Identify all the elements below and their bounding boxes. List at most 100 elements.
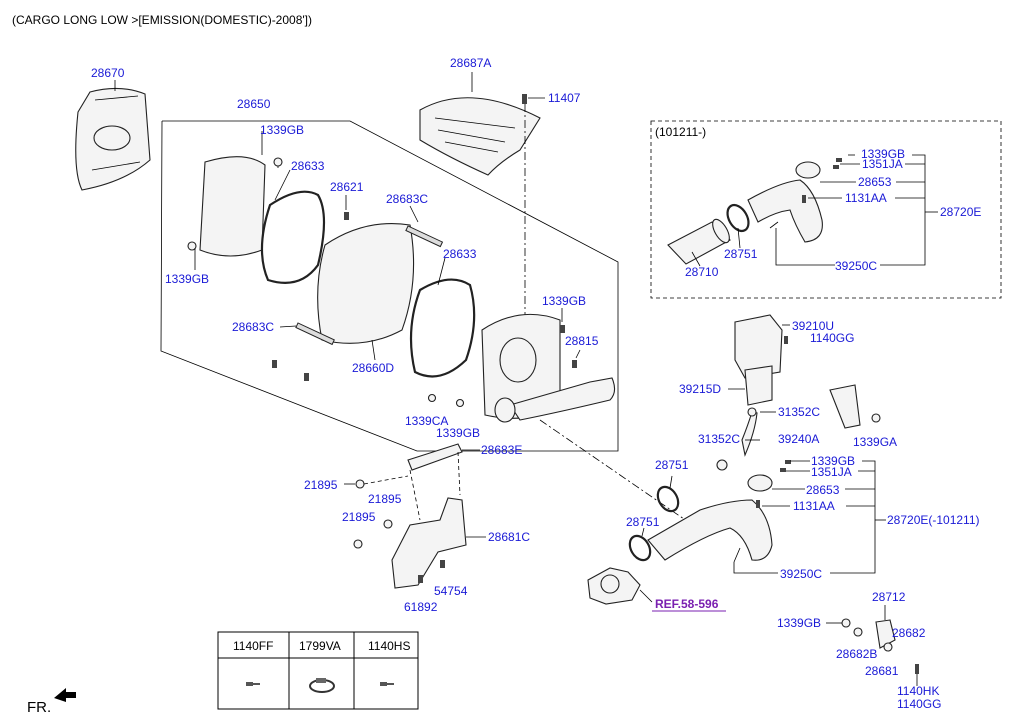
nut-21895-a [355,479,365,489]
front-pipe-28720E [647,499,773,561]
label-21895-b[interactable]: 21895 [368,492,402,506]
bracket-1339GA [829,384,861,429]
hanger-28683E [407,443,463,471]
label-11407[interactable]: 11407 [548,91,581,105]
label-1339CA[interactable]: 1339CA [405,414,448,428]
bolt-28621 [344,212,349,220]
label-inset-1351JA[interactable]: 1351JA [862,157,903,171]
label-28683C-a[interactable]: 28683C [386,192,428,206]
label-1140GG-b[interactable]: 1140GG [897,697,941,711]
bracket-28683C-a [405,225,444,248]
tailpipe [509,377,616,421]
label-1339GB-c[interactable]: 1339GB [542,294,586,308]
label-1339GA[interactable]: 1339GA [853,435,897,449]
nut-1339GB-d [455,398,465,408]
label-1339GB-f[interactable]: 1339GB [777,616,821,630]
label-inset-1339GB[interactable]: 1339GB [861,147,905,161]
flange-28653 [747,474,773,492]
label-21895-a[interactable]: 21895 [304,478,338,492]
bolt-icon-1140FF [246,682,260,686]
clamp-31352C-a [747,407,757,417]
label-28682B[interactable]: 28682B [836,647,877,661]
bolt-1140HK [915,664,919,674]
bracket-39215D [744,365,773,406]
muffler-front-cover [199,156,266,257]
label-inset-28751[interactable]: 28751 [724,247,758,261]
label-1131AA[interactable]: 1131AA [793,499,835,513]
label-39240A[interactable]: 39240A [778,432,819,446]
label-1140GG-a[interactable]: 1140GG [810,331,854,345]
nut-1339GB-e [785,460,791,464]
label-1339GB-e[interactable]: 1339GB [811,454,855,468]
inset-clamp-28751 [726,203,750,233]
label-28633-a[interactable]: 28633 [291,159,325,173]
label-54754[interactable]: 54754 [434,584,468,598]
label-28683E[interactable]: 28683E [481,443,522,457]
sensor-39210U [734,314,783,379]
label-28681[interactable]: 28681 [865,664,899,678]
label-28751-a[interactable]: 28751 [655,458,689,472]
clamp-28751-a [656,485,680,513]
bolt-28815 [572,360,577,368]
label-28650[interactable]: 28650 [237,97,271,111]
mount-bracket-28681C [391,497,467,589]
ref-link[interactable]: REF.58-596 [655,597,719,611]
bolt-11407 [522,94,527,104]
label-28681C[interactable]: 28681C [488,530,530,544]
label-28712[interactable]: 28712 [872,590,906,604]
label-1339GB-b[interactable]: 1339GB [165,272,209,286]
label-61892[interactable]: 61892 [404,600,438,614]
label-inset-28710[interactable]: 28710 [685,265,719,279]
label-1351JA[interactable]: 1351JA [811,465,852,479]
assembly-outline [160,120,619,452]
nut-1339CA [427,393,437,403]
label-28682[interactable]: 28682 [892,626,926,640]
label-21895-c[interactable]: 21895 [342,510,376,524]
heat-shield-28670 [75,87,151,191]
bracket-28683C-b [295,322,335,346]
fr-label: FR. [27,699,51,716]
nut-1339GB-f [841,618,851,628]
label-28653[interactable]: 28653 [806,483,840,497]
clamp-icon-1799VA [309,678,335,693]
label-inset-1131AA[interactable]: 1131AA [845,191,887,205]
label-1339GB-d[interactable]: 1339GB [436,426,480,440]
nut-28681 [883,642,893,652]
bracket-28712 [875,619,896,649]
inset-label: (101211-) [655,125,706,139]
label-28670[interactable]: 28670 [91,66,125,80]
label-28633-b[interactable]: 28633 [443,247,477,261]
gasket-28633-b [409,278,476,378]
label-1140HK[interactable]: 1140HK [897,684,939,698]
label-39210U[interactable]: 39210U [792,319,834,333]
label-28621[interactable]: 28621 [330,180,364,194]
label-31352C-a[interactable]: 31352C [778,405,820,419]
label-39215D[interactable]: 39215D [679,382,721,396]
label-1339GB-a[interactable]: 1339GB [260,123,304,137]
hose-39240A [741,411,758,457]
nut-1339GB-a [273,157,283,167]
label-inset-28653[interactable]: 28653 [858,175,892,189]
bolt-1140GG-a [784,336,788,344]
label-28751-b[interactable]: 28751 [626,515,660,529]
bolt-1351JA [780,468,786,472]
table-header-1799VA: 1799VA [299,639,341,653]
label-inset-39250C[interactable]: 39250C [835,259,877,273]
clamp-31352C-b [716,459,728,471]
label-31352C-b[interactable]: 31352C [698,432,740,446]
table-header-1140FF: 1140FF [233,639,273,653]
label-28720E-101211[interactable]: 28720E(-101211) [887,513,980,527]
label-inset-28720E[interactable]: 28720E [940,205,981,219]
label-28660D[interactable]: 28660D [352,361,394,375]
bolt-1131AA [756,500,760,508]
muffler-body-28660D [317,223,415,344]
label-28683C-b[interactable]: 28683C [232,320,274,334]
bush-28682B [853,627,863,637]
label-39250C[interactable]: 39250C [780,567,822,581]
bolt-54754 [440,560,445,568]
inset-flange [795,161,821,179]
label-28815[interactable]: 28815 [565,334,599,348]
inset-pipe-28720E [747,179,823,243]
label-28687A[interactable]: 28687A [450,56,491,70]
